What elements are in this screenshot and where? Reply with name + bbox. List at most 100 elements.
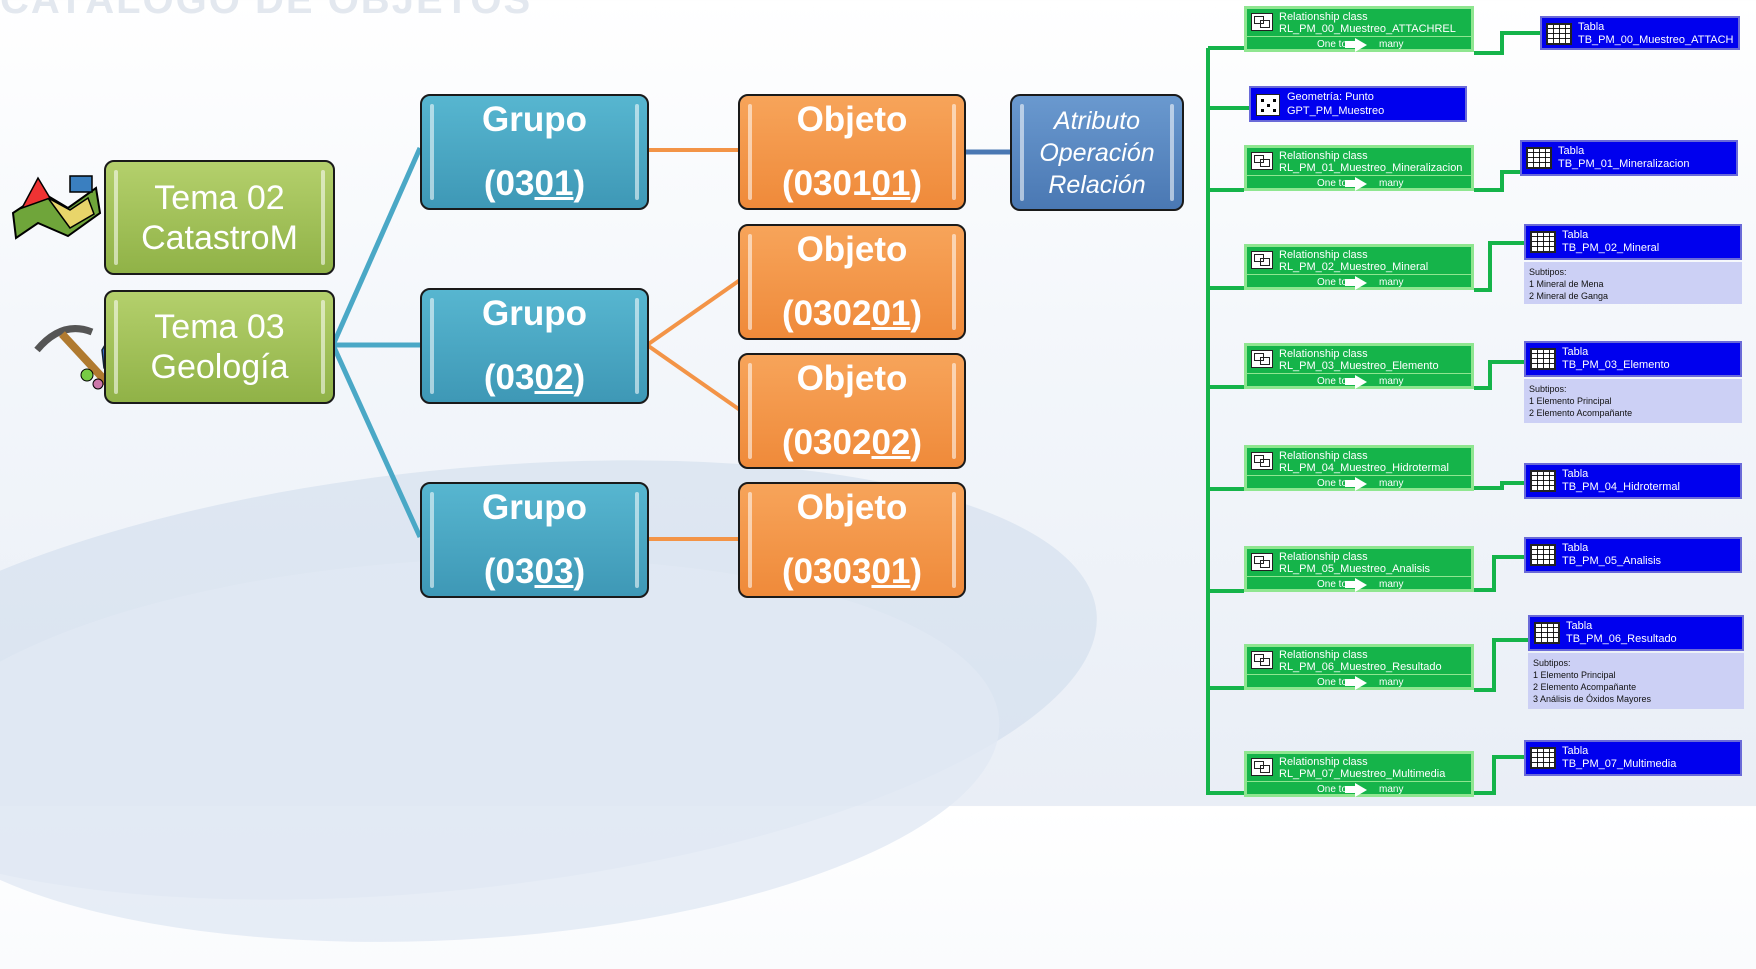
objeto-code: (030202) xyxy=(781,423,923,462)
table-type: Tabla xyxy=(1562,229,1589,241)
table-type: Tabla xyxy=(1578,21,1605,33)
relationship-type: Relationship class xyxy=(1279,450,1368,462)
objeto-box[interactable]: Objeto (030202) xyxy=(738,353,966,469)
grupo-box[interactable]: Grupo (0302) xyxy=(420,288,649,404)
objeto-box[interactable]: Objeto (030201) xyxy=(738,224,966,340)
table-type: Tabla xyxy=(1566,620,1593,632)
tema-box[interactable]: Tema 02 CatastroM xyxy=(104,160,335,275)
table-type: Tabla xyxy=(1562,346,1589,358)
tema-name: CatastroM xyxy=(141,218,298,257)
relationship-class-box[interactable]: Relationship class RL_PM_05_Muestreo_Ana… xyxy=(1244,546,1474,592)
subtypes-panel: Subtipos: 1 Elemento Principal 2 Element… xyxy=(1524,379,1742,423)
arrow-right-icon xyxy=(1355,477,1367,491)
geometry-box[interactable]: Geometría: Punto GPT_PM_Muestreo xyxy=(1249,86,1467,122)
relationship-name: RL_PM_03_Muestreo_Elemento xyxy=(1279,360,1439,372)
objeto-label: Objeto xyxy=(796,488,908,527)
table-type: Tabla xyxy=(1562,745,1589,757)
subtype-item: 3 Análisis de Óxidos Mayores xyxy=(1533,694,1652,704)
tema-box[interactable]: Tema 03 Geología xyxy=(104,290,335,404)
point-geometry-icon xyxy=(1256,94,1280,116)
cardinality-many: many xyxy=(1379,677,1404,688)
relationship-class-box[interactable]: Relationship class RL_PM_06_Muestreo_Res… xyxy=(1244,644,1474,690)
grupo-code: (0302) xyxy=(483,358,586,397)
subtypes-heading: Subtipos: xyxy=(1529,384,1567,394)
tema-label: Tema 03 xyxy=(154,308,285,346)
relationship-name: RL_PM_01_Muestreo_Mineralizacion xyxy=(1279,162,1463,174)
relationship-type: Relationship class xyxy=(1279,551,1368,563)
table-box[interactable]: Tabla TB_PM_06_Resultado xyxy=(1528,615,1744,651)
table-box[interactable]: Tabla TB_PM_07_Multimedia xyxy=(1524,740,1742,776)
relationship-name: RL_PM_07_Muestreo_Multimedia xyxy=(1279,768,1446,780)
relationship-class-box[interactable]: Relationship class RL_PM_03_Muestreo_Ele… xyxy=(1244,343,1474,389)
table-type: Tabla xyxy=(1562,542,1589,554)
grupo-box[interactable]: Grupo (0303) xyxy=(420,482,649,598)
grupo-label: Grupo xyxy=(482,294,587,333)
subtypes-heading: Subtipos: xyxy=(1529,267,1567,277)
cardinality-many: many xyxy=(1379,178,1404,189)
tema-name: Geología xyxy=(150,348,289,386)
table-box[interactable]: Tabla TB_PM_00_Muestreo_ATTACH xyxy=(1540,16,1740,50)
table-box[interactable]: Tabla TB_PM_04_Hidrotermal xyxy=(1524,463,1742,499)
table-icon xyxy=(1530,544,1556,566)
cardinality-one: One to xyxy=(1317,579,1348,590)
cardinality-many: many xyxy=(1379,784,1404,795)
relationship-class-box[interactable]: Relationship class RL_PM_02_Muestreo_Min… xyxy=(1244,244,1474,290)
table-name: TB_PM_00_Muestreo_ATTACH xyxy=(1578,34,1734,46)
arrow-right-icon xyxy=(1355,375,1367,389)
subtype-item: 1 Mineral de Mena xyxy=(1529,279,1604,289)
objeto-code: (030101) xyxy=(781,164,923,203)
relationship-icon xyxy=(1251,651,1273,669)
cardinality-many: many xyxy=(1379,39,1404,50)
table-icon xyxy=(1530,747,1556,769)
cardinality-many: many xyxy=(1379,579,1404,590)
table-box[interactable]: Tabla TB_PM_02_Mineral xyxy=(1524,224,1742,260)
relationship-icon xyxy=(1251,152,1273,170)
relationship-name: RL_PM_02_Muestreo_Mineral xyxy=(1279,261,1429,273)
relationship-icon xyxy=(1251,350,1273,368)
connector-line xyxy=(330,343,423,539)
relationship-class-box[interactable]: Relationship class RL_PM_07_Muestreo_Mul… xyxy=(1244,751,1474,797)
grupo-code: (0301) xyxy=(483,164,586,203)
cardinality-one: One to xyxy=(1317,39,1348,50)
page-title: CATÁLOGO DE OBJETOS xyxy=(0,0,533,22)
table-icon xyxy=(1534,622,1560,644)
table-box[interactable]: Tabla TB_PM_05_Analisis xyxy=(1524,537,1742,573)
table-name: TB_PM_05_Analisis xyxy=(1562,555,1662,567)
subtype-item: 2 Elemento Acompañante xyxy=(1533,682,1637,692)
map-clipart-icon xyxy=(8,168,103,243)
cardinality-one: One to xyxy=(1317,277,1348,288)
table-box[interactable]: Tabla TB_PM_03_Elemento xyxy=(1524,341,1742,377)
relationship-icon xyxy=(1251,452,1273,470)
cardinality-one: One to xyxy=(1317,478,1348,489)
relationship-type: Relationship class xyxy=(1279,756,1368,768)
table-icon xyxy=(1530,470,1556,492)
relationship-icon xyxy=(1251,251,1273,269)
table-name: TB_PM_06_Resultado xyxy=(1566,633,1677,645)
objeto-box[interactable]: Objeto (030101) xyxy=(738,94,966,210)
table-box[interactable]: Tabla TB_PM_01_Mineralizacion xyxy=(1520,140,1738,176)
arrow-right-icon xyxy=(1355,177,1367,191)
table-name: TB_PM_04_Hidrotermal xyxy=(1562,481,1680,493)
objeto-label: Objeto xyxy=(796,100,908,139)
relationship-class-box[interactable]: Relationship class RL_PM_00_Muestreo_ATT… xyxy=(1244,6,1474,52)
connector-line xyxy=(645,278,742,347)
table-type: Tabla xyxy=(1562,468,1589,480)
relationship-class-box[interactable]: Relationship class RL_PM_01_Muestreo_Min… xyxy=(1244,145,1474,191)
cardinality-one: One to xyxy=(1317,178,1348,189)
grupo-label: Grupo xyxy=(482,488,587,527)
relationship-type: Relationship class xyxy=(1279,249,1368,261)
objeto-box[interactable]: Objeto (030301) xyxy=(738,482,966,598)
grupo-box[interactable]: Grupo (0301) xyxy=(420,94,649,210)
subtypes-panel: Subtipos: 1 Mineral de Mena 2 Mineral de… xyxy=(1524,262,1742,304)
relacion-label: Relación xyxy=(1048,170,1146,199)
table-icon xyxy=(1526,147,1552,169)
relationship-icon xyxy=(1251,553,1273,571)
relationship-type: Relationship class xyxy=(1279,11,1368,23)
geometry-name: GPT_PM_Muestreo xyxy=(1287,105,1385,117)
relationship-class-box[interactable]: Relationship class RL_PM_04_Muestreo_Hid… xyxy=(1244,445,1474,491)
connector-lines xyxy=(330,31,1540,795)
table-icon xyxy=(1530,231,1556,253)
objeto-label: Objeto xyxy=(796,359,908,398)
atributo-box[interactable]: Atributo Operación Relación xyxy=(1010,94,1184,211)
table-name: TB_PM_02_Mineral xyxy=(1562,242,1660,254)
